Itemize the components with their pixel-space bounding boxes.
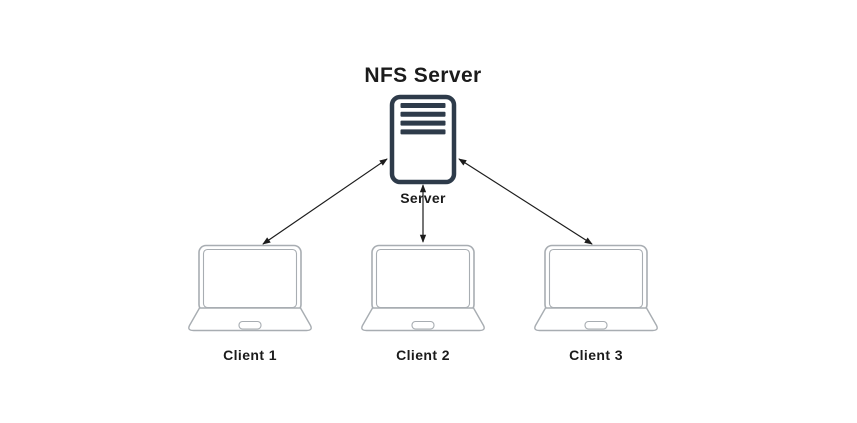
client-node-1: Client 1 <box>185 244 315 363</box>
server-vent-line <box>400 120 446 126</box>
server-label: Server <box>400 190 446 206</box>
laptop-screen-inner <box>202 248 298 309</box>
diagram-title: NFS Server <box>364 64 482 87</box>
client-label: Client 1 <box>223 347 277 363</box>
arrow-server-client3 <box>458 158 593 245</box>
server-vent-line <box>400 103 446 108</box>
laptop-screen-inner <box>375 248 471 309</box>
client-node-3: Client 3 <box>531 244 661 363</box>
laptop-icon <box>361 244 485 332</box>
server-node: Server <box>389 94 457 214</box>
laptop-base <box>534 307 658 332</box>
laptop-latch <box>584 320 608 330</box>
server-vent-line <box>400 111 446 117</box>
laptop-base <box>361 307 485 332</box>
laptop-screen-inner <box>548 248 644 309</box>
arrow-server-client1 <box>262 158 388 245</box>
laptop-latch <box>238 320 262 330</box>
client-node-2: Client 2 <box>358 244 488 363</box>
server-body <box>389 94 457 185</box>
server-vent-line <box>400 129 446 135</box>
laptop-icon <box>534 244 658 332</box>
laptop-latch <box>411 320 435 330</box>
client-label: Client 2 <box>396 347 450 363</box>
server-icon <box>389 94 457 185</box>
laptop-icon <box>188 244 312 332</box>
client-label: Client 3 <box>569 347 623 363</box>
laptop-base <box>188 307 312 332</box>
